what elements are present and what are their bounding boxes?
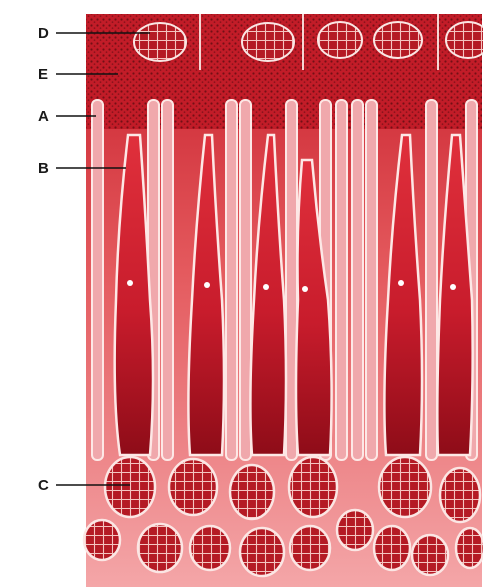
label-d-text: D <box>38 25 49 42</box>
label-e-text: E <box>38 66 48 83</box>
label-a-text: A <box>38 108 49 125</box>
label-c-text: C <box>38 477 49 494</box>
label-b-text: B <box>38 160 49 177</box>
